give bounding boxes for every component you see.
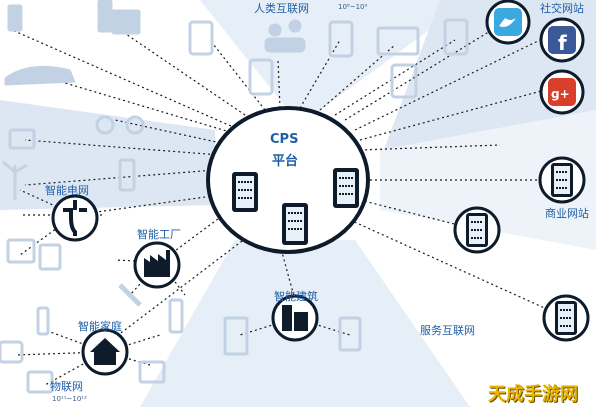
smart-home-label: 智能家庭	[78, 320, 122, 333]
wedge-right	[380, 110, 596, 250]
plug-icon	[63, 200, 87, 236]
smart-factory-label: 智能工厂	[137, 228, 181, 241]
phone-icon	[328, 20, 354, 58]
monitor-icon	[376, 26, 420, 56]
tablet-icon	[97, 0, 113, 33]
building-icon-b	[294, 312, 308, 331]
phone-icon	[7, 4, 23, 32]
door-icon	[223, 316, 249, 356]
bicycle-icon	[95, 115, 115, 135]
social-icons: f g+	[485, 0, 585, 115]
factory-icon	[144, 250, 170, 277]
service-server-icon	[542, 294, 590, 342]
gadget-icon	[36, 306, 50, 336]
background-icons	[0, 0, 469, 394]
wrench-icon	[118, 283, 142, 307]
gadget-icon	[138, 360, 166, 384]
house-icon	[90, 338, 120, 365]
phone-icon	[443, 18, 469, 56]
server-icon	[232, 172, 258, 212]
watermark: 天成手游网	[488, 384, 578, 405]
camera-icon	[0, 340, 24, 364]
gadget-icon	[8, 128, 36, 150]
people-icon	[268, 23, 282, 37]
svg-text:f: f	[558, 31, 567, 55]
wind-turbine-icon	[2, 160, 28, 200]
cps-servers	[232, 168, 359, 245]
tablet-icon	[390, 63, 418, 99]
cps-label: CPS	[270, 132, 299, 147]
phone-icon	[248, 58, 274, 96]
people-icon	[288, 19, 302, 33]
smart-grid-label: 智能电网	[45, 184, 89, 197]
car-icon	[4, 65, 76, 86]
gadget-icon	[118, 158, 136, 192]
bicycle-icon-wheel	[125, 115, 145, 135]
hub-smart-grid	[51, 194, 99, 242]
gadget-icon	[6, 238, 36, 264]
iot-scale: 10¹¹~10¹²	[52, 395, 87, 403]
server-icon	[282, 203, 308, 245]
gadget-icon	[26, 370, 54, 394]
cps-platform-ellipse	[206, 106, 370, 254]
hub-smart-home	[81, 328, 129, 376]
internet-people-scale: 10⁸~10⁹	[338, 3, 368, 11]
iot-label: 物联网	[50, 380, 83, 393]
commerce-server-icon	[538, 156, 586, 204]
gadget-icon	[38, 243, 62, 271]
service-server-icon	[453, 206, 501, 254]
social-sites-label: 社交网站	[540, 2, 584, 15]
people-icon	[264, 37, 306, 53]
hub-smart-factory	[133, 241, 181, 289]
server-icon	[333, 168, 359, 208]
platform-label: 平台	[272, 154, 299, 169]
gadget-icon	[338, 316, 362, 352]
service-internet-label: 服务互联网	[420, 324, 475, 337]
phone-icon	[188, 20, 214, 56]
internet-people-label: 人类互联网	[254, 2, 309, 15]
svg-text:g+: g+	[551, 87, 570, 101]
commerce-sites-label: 商业网站	[545, 207, 589, 220]
outer-servers	[453, 156, 590, 342]
grid-box-icon	[111, 9, 141, 35]
wedge-top	[200, 0, 470, 125]
building-icon	[282, 305, 292, 331]
smart-building-label: 智能建筑	[274, 290, 318, 303]
hub-smart-building	[271, 294, 319, 342]
gadget-icon	[168, 298, 184, 334]
